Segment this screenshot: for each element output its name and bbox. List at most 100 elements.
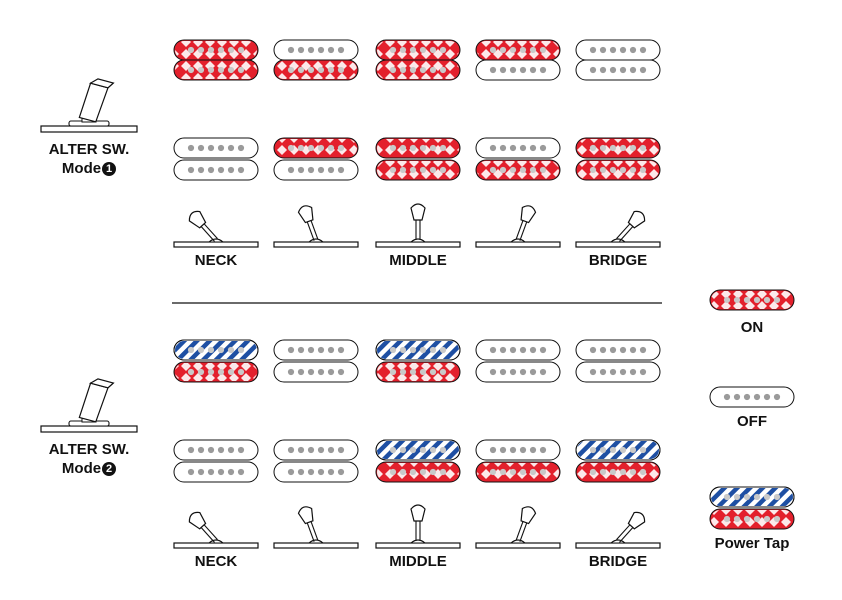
pole-piece [389, 468, 397, 476]
pole-piece [429, 46, 437, 54]
pole-piece [227, 368, 235, 376]
pole-piece [237, 46, 245, 54]
pole-piece [227, 446, 235, 454]
pole-piece [539, 144, 547, 152]
pole-piece [307, 346, 315, 354]
humbucker-top-coil [375, 339, 461, 361]
pole-piece [439, 346, 447, 354]
pole-piece [589, 446, 597, 454]
pole-piece [629, 446, 637, 454]
pole-piece [499, 346, 507, 354]
pole-piece [629, 66, 637, 74]
pole-piece [389, 46, 397, 54]
humbucker-bottom-coil [273, 59, 359, 81]
pole-piece [307, 46, 315, 54]
mode-number-badge: 1 [102, 162, 117, 176]
position-label-middle: MIDDLE [389, 252, 447, 269]
pole-piece [429, 446, 437, 454]
pole-piece [619, 368, 627, 376]
pole-piece [509, 468, 517, 476]
pole-piece [207, 144, 215, 152]
pole-piece [307, 468, 315, 476]
pole-piece [307, 144, 315, 152]
pole-piece [317, 446, 325, 454]
pole-piece [509, 166, 517, 174]
pole-piece [723, 515, 731, 523]
pole-piece [599, 144, 607, 152]
pole-piece [227, 144, 235, 152]
humbucker-top-coil [575, 39, 661, 61]
pole-piece [489, 468, 497, 476]
humbucker-top-coil [173, 39, 259, 61]
pole-piece [609, 468, 617, 476]
pole-piece [197, 368, 205, 376]
pole-piece [287, 446, 295, 454]
pole-piece [429, 144, 437, 152]
pole-piece [609, 446, 617, 454]
pole-piece [599, 66, 607, 74]
humbucker-bottom-coil [173, 461, 259, 483]
pole-piece [639, 144, 647, 152]
pole-piece [409, 468, 417, 476]
pole-piece [439, 66, 447, 74]
pole-piece [409, 368, 417, 376]
mode-word: Mode [61, 460, 102, 477]
pole-piece [743, 296, 751, 304]
pole-piece [439, 166, 447, 174]
pole-piece [763, 515, 771, 523]
pole-piece [599, 46, 607, 54]
pole-piece [197, 446, 205, 454]
pole-piece [399, 446, 407, 454]
position-label-bridge: BRIDGE [588, 553, 648, 570]
humbucker-bottom-coil [375, 159, 461, 181]
pole-piece [539, 446, 547, 454]
pole-piece [629, 368, 637, 376]
pole-piece [599, 446, 607, 454]
humbucker-bottom-coil [475, 159, 561, 181]
pole-piece [337, 346, 345, 354]
pole-piece [419, 166, 427, 174]
legend-off-swatch [709, 386, 795, 408]
pole-piece [419, 346, 427, 354]
pole-piece [217, 468, 225, 476]
pole-piece [619, 66, 627, 74]
pole-piece [589, 166, 597, 174]
humbucker-bottom-coil [575, 59, 661, 81]
humbucker-bottom-coil [273, 361, 359, 383]
pole-piece [217, 368, 225, 376]
five-way-selector-position [273, 506, 359, 549]
pole-piece [197, 166, 205, 174]
pole-piece [327, 346, 335, 354]
pole-piece [187, 46, 195, 54]
legend-power-tap-swatch-bottom [709, 508, 795, 530]
humbucker-top-coil [173, 339, 259, 361]
humbucker-bottom-coil [475, 361, 561, 383]
pole-piece [519, 66, 527, 74]
pole-piece [499, 166, 507, 174]
five-way-selector-position [475, 205, 561, 248]
alter-switch-icon [40, 78, 138, 133]
position-label-bridge: BRIDGE [588, 252, 648, 269]
pole-piece [237, 368, 245, 376]
pole-piece [619, 446, 627, 454]
pole-piece [227, 166, 235, 174]
pole-piece [389, 166, 397, 174]
pole-piece [317, 166, 325, 174]
pole-piece [723, 296, 731, 304]
pole-piece [589, 468, 597, 476]
humbucker-bottom-coil [273, 461, 359, 483]
pole-piece [609, 46, 617, 54]
pole-piece [629, 46, 637, 54]
pole-piece [639, 46, 647, 54]
five-way-selector-position [173, 210, 259, 248]
pole-piece [287, 346, 295, 354]
pole-piece [337, 446, 345, 454]
pole-piece [207, 368, 215, 376]
pole-piece [227, 66, 235, 74]
humbucker-bottom-coil [173, 59, 259, 81]
pole-piece [439, 368, 447, 376]
